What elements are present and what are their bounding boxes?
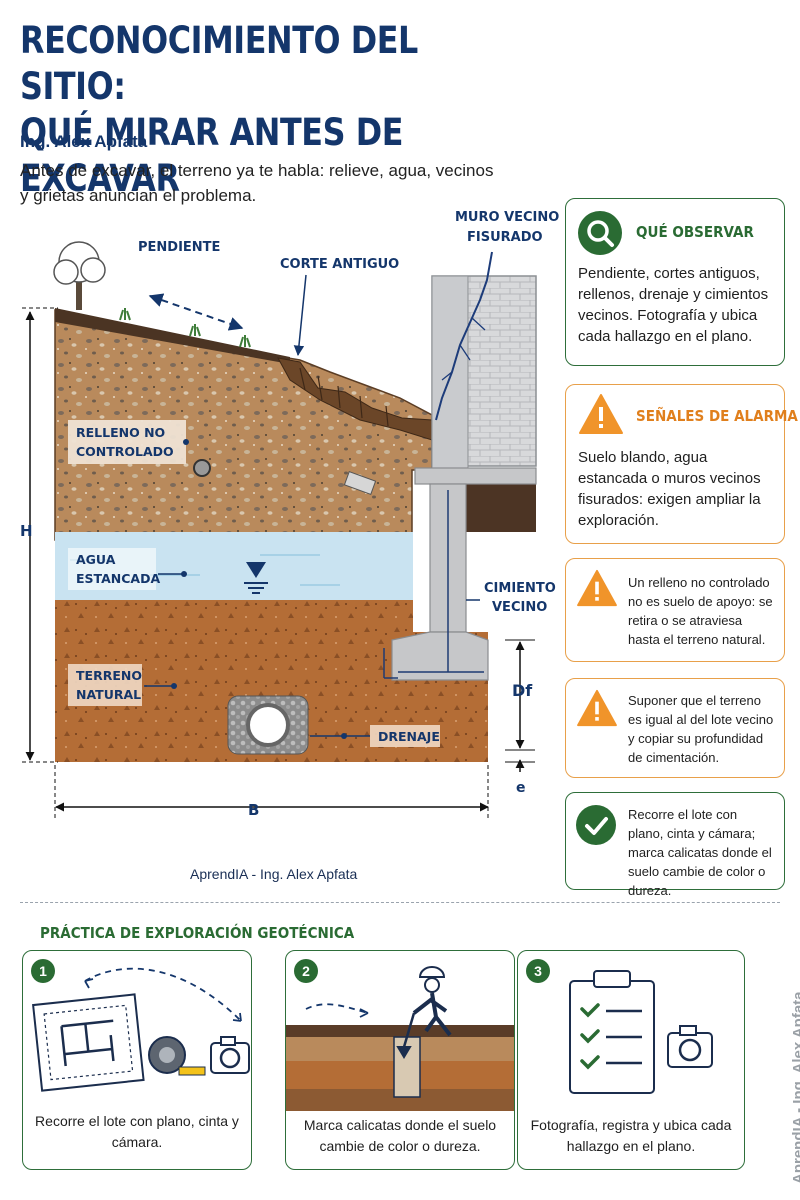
magnifier-icon [578,211,622,255]
svg-text:DRENAJE: DRENAJE [378,729,440,744]
dimension-b-label: B [248,801,259,819]
label-terreno: TERRENO NATURAL [68,664,177,706]
step-number: 1 [31,959,55,983]
soil-cross-section-diagram: H B Df e PENDIENTE CORTE ANTIGUO MURO VE… [20,210,559,819]
card-relleno: Un relleno no controlado no es suelo de … [565,558,785,662]
neighbor-footing [383,467,537,681]
dimension-h [22,307,58,763]
step-text: Recorre el lote con plano, cinta y cámar… [35,1113,239,1150]
site-plan-icon [32,993,145,1092]
water-level-icon [244,562,268,594]
svg-text:CONTROLADO: CONTROLADO [76,444,174,459]
svg-text:RELLENO NO: RELLENO NO [76,425,165,440]
label-cimiento-line2: VECINO [492,600,547,615]
step-number: 2 [294,959,318,983]
practice-section-title: PRÁCTICA DE EXPLORACIÓN GEOTÉCNICA [40,924,355,942]
svg-text:NATURAL: NATURAL [76,687,141,702]
section-divider [20,902,780,903]
dimension-df-label: Df [512,681,533,700]
svg-text:AGUA: AGUA [76,552,116,567]
topsoil-strip [55,308,290,364]
label-muro-line1: MURO VECINO [455,210,559,225]
card-body-suponer: Suponer que el terreno es igual al del l… [628,693,774,765]
dimension-e-label: e [516,780,526,796]
label-corte-antiguo: CORTE ANTIGUO [280,257,399,272]
dimension-b [54,765,489,818]
card-recorre: Recorre el lote con plano, cinta y cámar… [565,792,785,898]
author-name: Ing. Alex Apfata [20,132,148,151]
practice-step-1: 1 Recorre el lote con plano, cinta y cám… [22,950,252,1170]
cut-leader-line [293,274,307,357]
card-body-observar: Pendiente, cortes antiguos, rellenos, dr… [578,265,769,345]
label-agua: AGUA ESTANCADA [68,548,187,590]
card-heading-observar: QUÉ OBSERVAR [636,223,754,241]
worker-icon [396,966,452,1059]
svg-text:TERRENO: TERRENO [76,668,142,683]
wall-crack [435,251,493,421]
intro-text: Antes de excavar, el terreno ya te habla… [20,161,494,205]
card-body-alarma: Suelo blando, agua estancada o muros vec… [578,449,761,529]
checkmark-icon [576,805,616,845]
svg-text:ESTANCADA: ESTANCADA [76,571,160,586]
card-body-recorre: Recorre el lote con plano, cinta y cámar… [628,807,772,898]
side-watermark: AprendIA - Ing. Alex Apfata [790,991,800,1184]
label-drenaje: DRENAJE [310,725,440,747]
site-plan-tape-camera-illustration [32,967,250,1092]
label-cimiento-line1: CIMIENTO [484,581,556,596]
label-relleno: RELLENO NO CONTROLADO [68,420,189,464]
diagram-credit: AprendIA - Ing. Alex Apfata [190,866,358,882]
warning-icon [576,689,618,727]
warning-icon [578,393,624,435]
buried-pipe [193,459,211,477]
tape-measure-icon [148,1036,206,1076]
card-body-relleno: Un relleno no controlado no es suelo de … [628,575,773,647]
warning-icon [576,569,618,607]
title-line-2: QUÉ MIRAR ANTES DE EXCAVAR [20,111,404,200]
debris-block [343,470,377,496]
label-pendiente: PENDIENTE [138,240,220,255]
card-suponer: Suponer que el terreno es igual al del l… [565,678,785,778]
tree-icon [53,241,106,310]
checklist-camera-illustration [569,970,713,1094]
dimension-df [505,639,535,772]
step-text: Marca calicatas donde el suelo cambie de… [303,1117,497,1154]
card-heading-alarma: SEÑALES DE ALARMA [636,407,798,425]
label-muro-line2: FISURADO [467,230,543,245]
camera-icon [667,1025,713,1068]
step-number: 3 [526,959,550,983]
dimension-h-label: H [20,522,33,540]
step-text: Fotografía, registra y ubica cada hallaz… [530,1117,732,1154]
drain-pipe [227,695,309,755]
camera-icon [210,1036,250,1074]
card-senales-alarma: SEÑALES DE ALARMA Suelo blando, agua est… [565,384,798,544]
card-que-observar: QUÉ OBSERVAR Pendiente, cortes antiguos,… [565,198,785,366]
test-pit-illustration [286,966,514,1111]
practice-step-3: 3 Fotografía, registra y ubica cada hall… [517,950,745,1170]
natural-soil-layer [55,600,488,762]
slope-arrow [148,293,244,331]
page-title: RECONOCIMIENTO DEL SITIO: QUÉ MIRAR ANTE… [20,18,484,202]
practice-step-2: 2 Marca calicatas donde el suelo cambie … [285,950,515,1170]
clipboard-checklist-icon [569,970,655,1094]
title-line-1: RECONOCIMIENTO DEL SITIO: [20,19,418,108]
